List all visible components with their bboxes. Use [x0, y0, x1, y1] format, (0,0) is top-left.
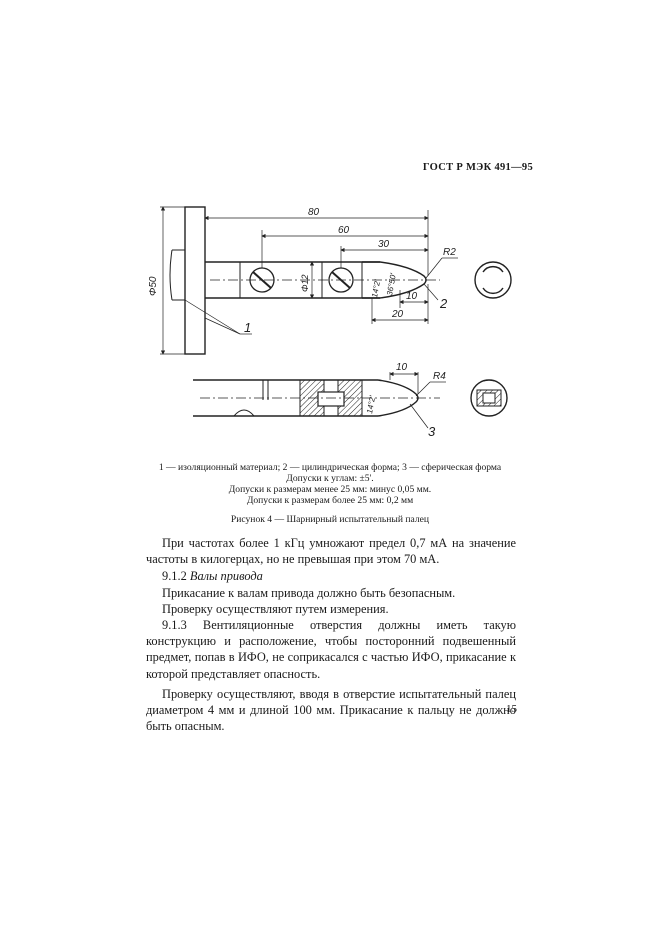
legend-line-1: 1 — изоляционный материал; 2 — цилиндрич… — [158, 462, 502, 473]
figure-caption: Рисунок 4 — Шарнирный испытательный пале… — [230, 514, 430, 525]
paragraph-frequency: При частотах более 1 кГц умножают предел… — [146, 536, 516, 567]
legend-line-2: Допуски к углам: ±5'. — [286, 473, 374, 484]
test-finger-drawing: 80 60 30 10 20 Φ50 Φ12 R2 14°2' 36°50' 1… — [148, 206, 512, 439]
paragraph-shafts: Прикасание к валам привода должно быть б… — [162, 585, 456, 600]
dim-60: 60 — [338, 225, 350, 236]
dim-top10: 10 — [396, 362, 408, 373]
page-number: 15 — [506, 703, 517, 715]
section-9-1-2-heading: 9.1.2 Валы привода — [146, 568, 516, 584]
legend-line-4: Допуски к размерам более 25 мм: 0,2 мм — [246, 495, 414, 506]
callout-2: 2 — [439, 296, 448, 311]
body-text: При частотах более 1 кГц умножают предел… — [146, 535, 516, 734]
end-view-circle-lower — [470, 379, 508, 417]
paragraph-ventilation: 9.1.3 Вентиляционные отверстия должны им… — [146, 618, 516, 681]
callout-1: 1 — [244, 320, 251, 335]
dim-80: 80 — [308, 207, 320, 218]
dim-angle-3: 14°2' — [365, 395, 377, 415]
dim-angle-1: 14°2' — [370, 279, 382, 299]
dim-r2: R2 — [443, 247, 456, 258]
flange — [184, 206, 206, 355]
paragraph-check-measure: Проверку осуществляют путем измерения. — [162, 601, 389, 616]
dim-20: 20 — [391, 309, 404, 320]
dim-angle-2: 36°50' — [385, 272, 398, 296]
dim-phi50: Φ50 — [148, 276, 159, 296]
callout-3: 3 — [428, 424, 436, 439]
dim-30: 30 — [378, 239, 390, 250]
standard-header: ГОСТ Р МЭК 491—95 — [422, 162, 533, 173]
section-title: Валы привода — [189, 569, 263, 584]
dim-10: 10 — [406, 291, 418, 302]
end-view-circle — [474, 261, 512, 299]
dim-phi12: Φ12 — [300, 274, 310, 292]
dim-r4: R4 — [433, 371, 446, 382]
paragraph-check-finger: Проверку осуществляют, вводя в отверстие… — [146, 686, 516, 734]
legend-line-3: Допуски к размерам менее 25 мм: минус 0,… — [228, 484, 432, 495]
section-number: 9.1.2 — [162, 569, 187, 584]
